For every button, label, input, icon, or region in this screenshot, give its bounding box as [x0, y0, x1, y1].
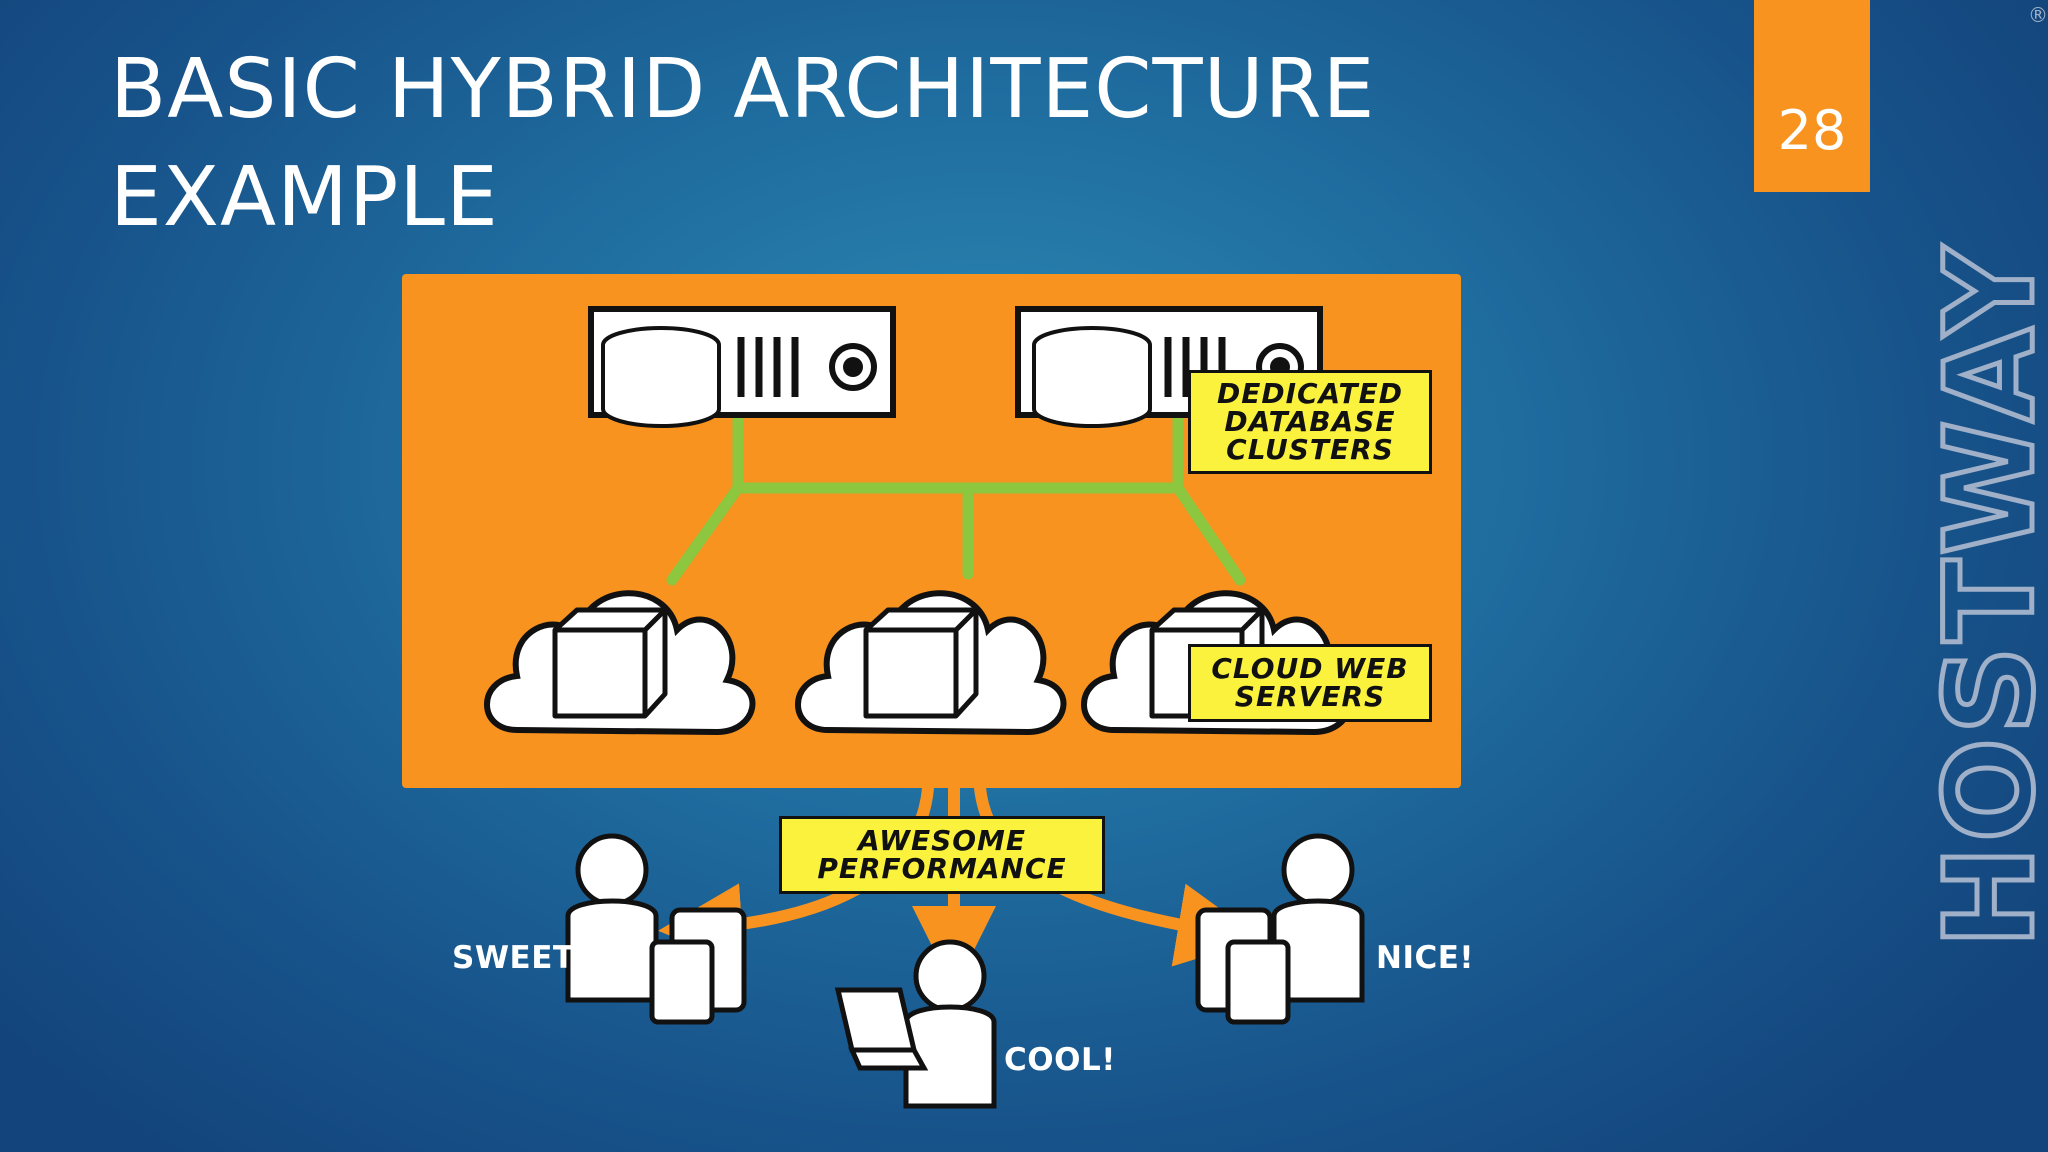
slide-title-line-2: EXAMPLE — [110, 150, 499, 245]
hostway-logo: HOSTWAY ® — [1930, 3, 2048, 951]
slide-title: BASIC HYBRID ARCHITECTURE EXAMPLE — [110, 36, 1375, 252]
label-awesome-performance: AWESOME PERFORMANCE — [779, 816, 1105, 894]
slide-number: 28 — [1777, 99, 1847, 162]
caption-sweet: SWEET! — [452, 940, 590, 976]
caption-nice: NICE! — [1376, 940, 1475, 976]
cloud-server-center — [798, 593, 1063, 732]
user-nice — [1195, 836, 1362, 1025]
label-dedicated-database-clusters: DEDICATED DATABASE CLUSTERS — [1188, 370, 1432, 474]
cloud-server-left — [487, 593, 752, 732]
network-connectors — [666, 404, 1246, 586]
caption-cool: COOL! — [1004, 1042, 1116, 1078]
user-sweet — [568, 836, 747, 1025]
hostway-logo-text: HOSTWAY — [1930, 243, 2048, 948]
slide-title-line-1: BASIC HYBRID ARCHITECTURE — [110, 42, 1376, 137]
trademark-mark: ® — [2028, 3, 2048, 27]
slide-number-badge: 28 — [1754, 0, 1870, 192]
user-cool — [834, 942, 994, 1106]
database-server-left — [588, 306, 896, 428]
label-cloud-web-servers: CLOUD WEB SERVERS — [1188, 644, 1432, 722]
